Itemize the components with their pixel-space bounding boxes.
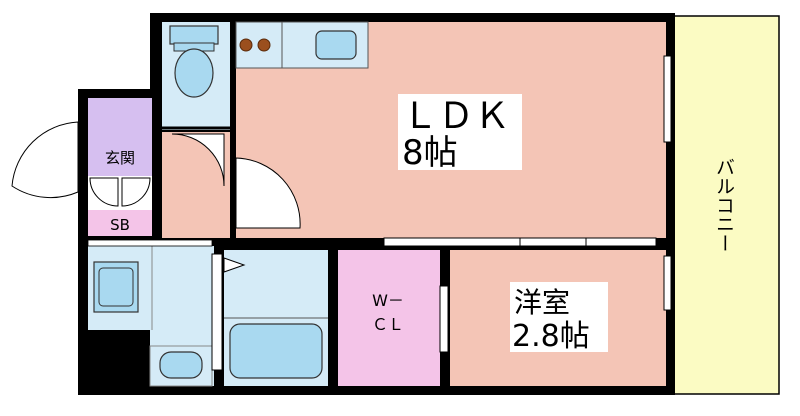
lower-right-pillar [666,330,675,395]
toilet-bowl-icon [174,48,214,98]
kitchen-sink-icon [315,30,357,60]
black-pillar [88,330,150,386]
western-label-box [510,282,608,352]
closet-label-line1: W－ [372,291,404,310]
wash-basin-icon [159,351,203,379]
balcony-label: バルコニー [713,158,735,253]
closet-door [439,285,449,353]
shoe-box [88,210,152,236]
ldk-size: 8帖 [402,133,458,173]
stove-burner-icon [239,38,253,52]
ldk-label-box [398,94,522,170]
western-room-size: 2.8帖 [512,319,590,354]
shoe-box-door-swing [89,177,119,207]
bath-door-arrow [223,257,246,273]
washing-machine-drum [98,267,134,307]
ldk-door-swing [235,157,301,229]
ldk-name: ＬＤＫ [402,96,510,137]
closet-label-line2: ＣＬ [372,315,404,334]
shoe-box-door-swing [121,177,151,207]
ldk-window [663,55,672,143]
shoe-box-label: SB [110,216,130,234]
stove-burner-icon [257,38,271,52]
entrance-label: 玄関 [105,149,135,167]
entrance-door-swing [11,121,79,199]
balcony-area [671,15,780,395]
western-window [663,255,672,311]
bathtub-icon [229,323,323,379]
bath-door [211,253,223,371]
closet-floor [338,250,440,386]
toilet-door-swing [171,133,225,187]
western-room-name: 洋室 [514,286,570,319]
entrance-floor [88,98,152,176]
toilet-tank-icon [169,25,219,45]
washroom-top-gap [87,239,213,247]
